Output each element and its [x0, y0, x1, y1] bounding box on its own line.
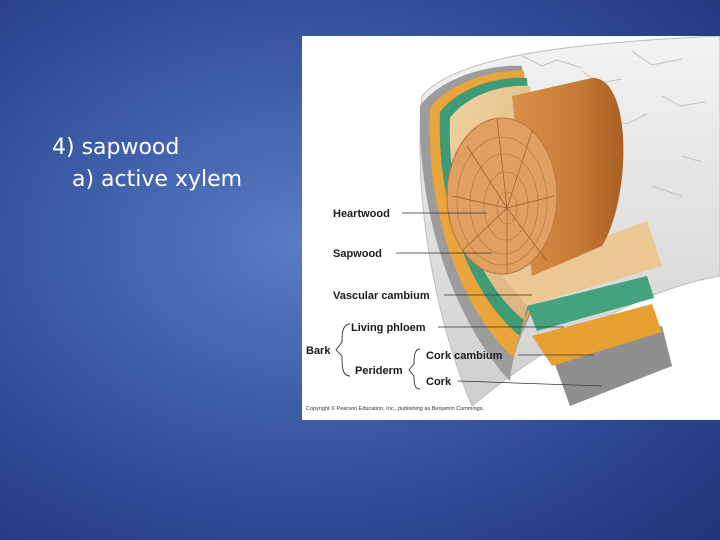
periderm-bracket	[408, 348, 421, 390]
label-vascular-cambium: Vascular cambium	[333, 290, 430, 302]
label-heartwood: Heartwood	[333, 208, 390, 220]
sub-bullet-item: a) active xylem	[72, 167, 243, 192]
stem-illustration: Heartwood Sapwood Vascular cambium Livin…	[306, 36, 720, 412]
label-sapwood: Sapwood	[333, 248, 382, 260]
copyright-text: Copyright © Pearson Education, Inc., pub…	[306, 405, 484, 412]
heartwood-face	[446, 117, 558, 275]
bullet-item: 4) sapwood	[52, 135, 180, 160]
leader-lines	[396, 212, 603, 387]
sapwood-slab	[502, 221, 662, 306]
cork-slab	[552, 326, 672, 406]
stem-diagram: Heartwood Sapwood Vascular cambium Livin…	[302, 36, 720, 420]
label-bark: Bark	[306, 345, 331, 357]
phloem-slab	[532, 304, 662, 366]
label-cork-cambium: Cork cambium	[426, 350, 503, 362]
label-cork: Cork	[426, 376, 452, 388]
label-periderm: Periderm	[355, 365, 403, 377]
wood-rays	[451, 118, 555, 274]
cambium-slab	[527, 276, 654, 331]
label-living-phloem: Living phloem	[351, 322, 426, 334]
growth-rings	[456, 136, 548, 266]
bark-bracket	[335, 323, 351, 377]
bullet-list: 4) sapwood a) active xylem	[52, 132, 242, 196]
